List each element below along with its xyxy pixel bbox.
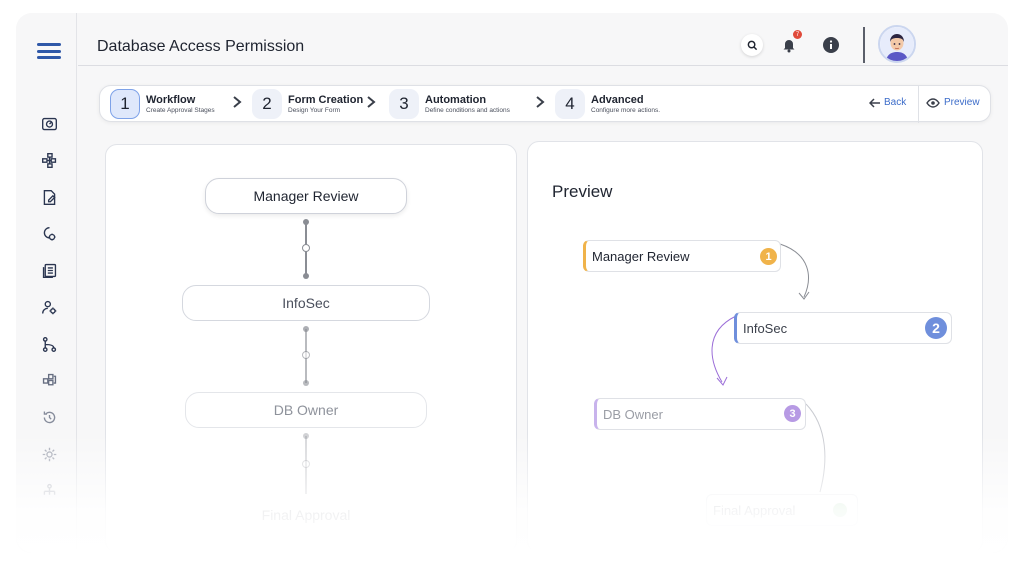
chevron-right-icon xyxy=(231,95,243,109)
stage-card-final-approval[interactable]: Final Approval xyxy=(206,500,406,530)
documents-icon[interactable] xyxy=(39,260,59,280)
avatar-icon xyxy=(880,27,914,61)
preview-node-manager-review[interactable]: Manager Review 1 xyxy=(583,240,781,272)
preview-node-number: 3 xyxy=(784,405,801,422)
history-icon[interactable] xyxy=(39,407,59,427)
stage-card-infosec[interactable]: InfoSec xyxy=(182,285,430,321)
chevron-right-icon xyxy=(365,95,377,109)
bell-icon xyxy=(783,40,795,53)
step-subtitle: Design Your Form xyxy=(288,106,341,114)
preview-panel: Preview Manager Review 1 InfoSec 2 DB Ow… xyxy=(527,141,983,553)
step-title: Workflow xyxy=(146,93,196,106)
step-title: Form Creation xyxy=(288,93,364,106)
info-icon xyxy=(823,37,839,53)
step-number: 2 xyxy=(252,89,282,119)
step-subtitle: Define conditions and actions xyxy=(425,106,510,114)
preview-title: Preview xyxy=(552,182,613,201)
preview-node-infosec[interactable]: InfoSec 2 xyxy=(734,312,952,344)
stage-card-db-owner[interactable]: DB Owner xyxy=(185,392,427,428)
preview-node-label: Final Approval xyxy=(713,502,796,518)
eye-icon xyxy=(926,97,940,108)
step-number: 3 xyxy=(389,89,419,119)
hierarchy-icon[interactable] xyxy=(39,334,59,354)
modules-icon[interactable] xyxy=(39,370,59,390)
chevron-right-icon xyxy=(534,95,546,109)
settings-icon[interactable] xyxy=(39,444,59,464)
notifications-button[interactable] xyxy=(778,34,800,56)
stage-label: InfoSec xyxy=(282,295,330,311)
step-number: 1 xyxy=(110,89,140,119)
preview-node-number: 1 xyxy=(760,248,777,265)
automation-icon[interactable] xyxy=(39,224,59,244)
workflow-icon[interactable] xyxy=(39,150,59,170)
preview-node-label: Manager Review xyxy=(592,248,690,264)
stage-card-manager-review[interactable]: Manager Review xyxy=(205,178,407,214)
header-divider-line xyxy=(78,65,1008,66)
back-label: Back xyxy=(884,97,907,108)
back-button[interactable]: Back xyxy=(869,97,906,108)
step-subtitle: Create Approval Stages xyxy=(146,106,215,114)
stage-label: Manager Review xyxy=(253,188,359,204)
user-settings-icon[interactable] xyxy=(39,297,59,317)
user-avatar[interactable] xyxy=(878,25,916,63)
step-title: Automation xyxy=(425,93,487,106)
info-button[interactable] xyxy=(820,34,842,56)
step-number: 4 xyxy=(555,89,585,119)
add-stage-icon[interactable] xyxy=(302,244,310,252)
stepper-divider xyxy=(918,86,919,123)
step-subtitle: Configure more actions. xyxy=(591,106,661,114)
preview-node-final-approval[interactable]: Final Approval xyxy=(706,494,858,526)
step-title: Advanced xyxy=(591,93,644,106)
preview-node-db-owner[interactable]: DB Owner 3 xyxy=(594,398,806,430)
page-title: Database Access Permission xyxy=(97,38,305,55)
stage-label: DB Owner xyxy=(273,402,339,418)
connector-dot xyxy=(303,273,309,279)
sidebar xyxy=(16,13,77,553)
header-divider xyxy=(863,27,865,63)
search-button[interactable] xyxy=(741,34,763,56)
add-stage-icon[interactable] xyxy=(302,460,310,468)
connector-dot xyxy=(303,380,309,386)
arrow-left-icon xyxy=(869,97,880,108)
preview-node-label: InfoSec xyxy=(743,320,788,336)
preview-node-number xyxy=(833,503,847,517)
preview-node-number: 2 xyxy=(925,317,947,339)
workflow-builder-panel: Manager Review InfoSec DB Owner Final Ap… xyxy=(105,144,517,553)
notification-badge: 7 xyxy=(793,30,802,39)
search-icon xyxy=(747,40,757,50)
preview-button[interactable]: Preview xyxy=(926,97,980,108)
dashboard-icon[interactable] xyxy=(39,114,59,134)
org-icon[interactable] xyxy=(39,480,59,500)
stage-label: Final Approval xyxy=(261,507,351,523)
form-edit-icon[interactable] xyxy=(39,187,59,207)
menu-icon[interactable] xyxy=(37,43,61,59)
add-stage-icon[interactable] xyxy=(302,351,310,359)
preview-node-label: DB Owner xyxy=(603,406,663,422)
preview-label: Preview xyxy=(944,97,980,108)
preview-connectors xyxy=(711,243,826,493)
